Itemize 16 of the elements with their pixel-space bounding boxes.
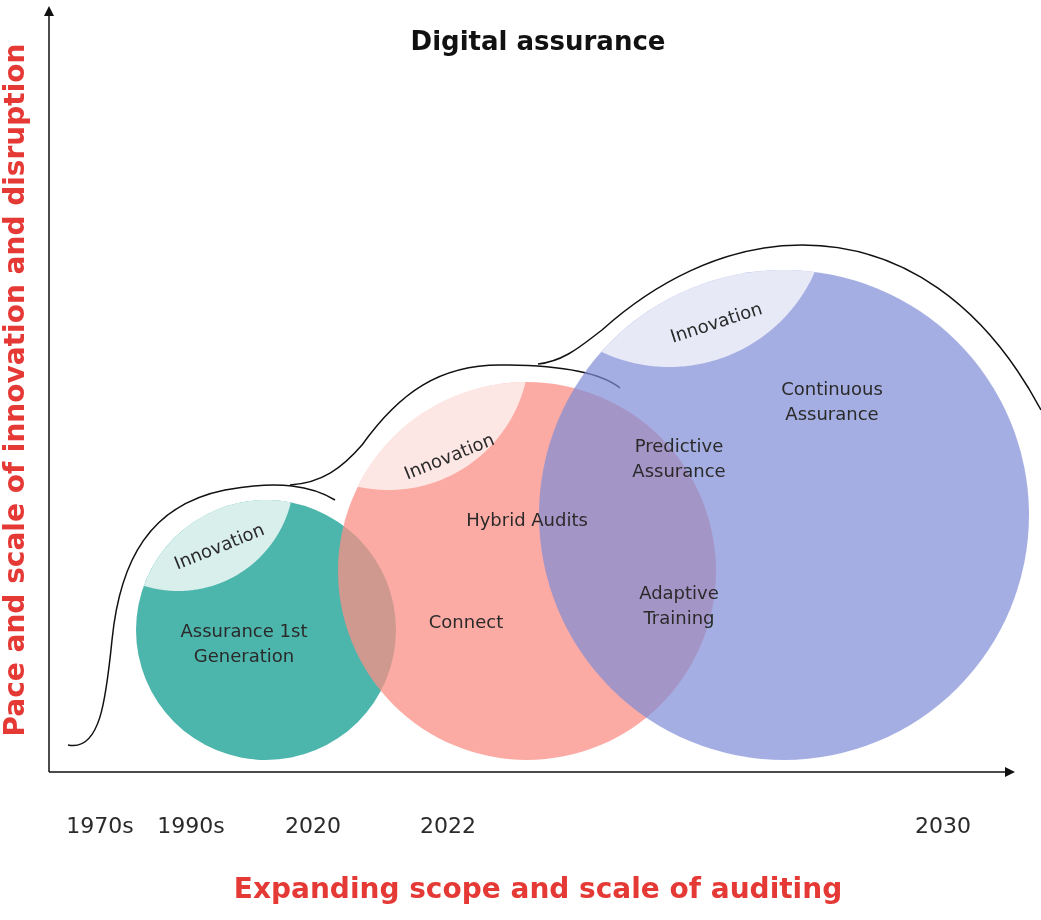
year-label: 2022 bbox=[419, 812, 477, 838]
region-label: Adaptive Training bbox=[638, 580, 720, 630]
year-label: 1970s bbox=[65, 812, 135, 838]
chart-title: Digital assurance bbox=[409, 26, 667, 56]
stage-label: Assurance 1st Generation bbox=[179, 618, 309, 668]
innovation-segment bbox=[358, 382, 526, 490]
year-label: 2030 bbox=[914, 812, 972, 838]
axis-title: Expanding scope and scale of auditing bbox=[232, 871, 844, 905]
axis-title: Pace and scale of innovation and disruption bbox=[0, 42, 31, 739]
innovation-segment bbox=[601, 270, 815, 367]
year-label: 1990s bbox=[156, 812, 226, 838]
innovation-segment bbox=[143, 500, 291, 591]
stage-label: Continuous Assurance bbox=[780, 376, 884, 426]
year-label: 2020 bbox=[284, 812, 342, 838]
stage-label: Connect bbox=[427, 610, 505, 635]
region-label: Predictive Assurance bbox=[631, 433, 727, 483]
